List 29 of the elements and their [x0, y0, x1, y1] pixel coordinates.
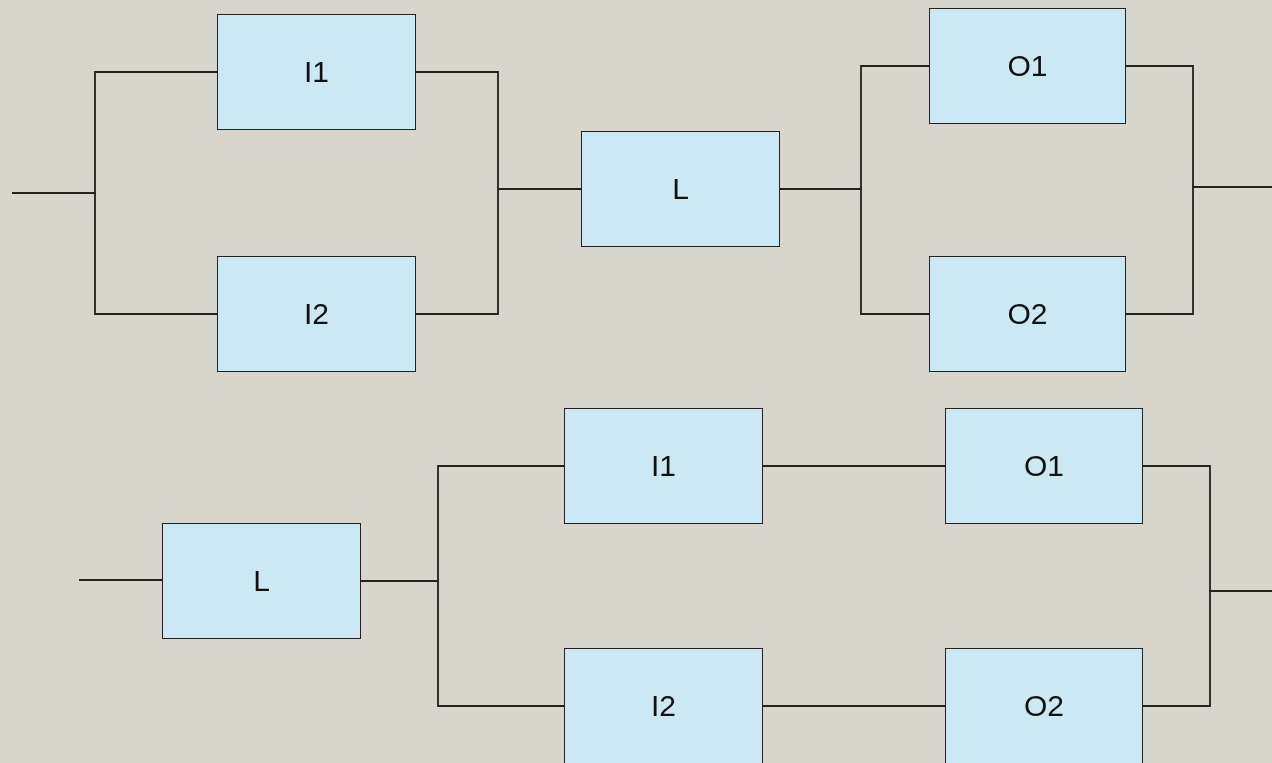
- connector-line: [1125, 186, 1272, 315]
- block-label: O2: [1024, 689, 1064, 723]
- block-label: O1: [1007, 49, 1048, 83]
- block-box: [945, 408, 1143, 524]
- connector-line: [762, 705, 946, 707]
- block-label: I1: [651, 449, 676, 483]
- block-label: I2: [651, 689, 676, 723]
- block-label: L: [672, 172, 689, 206]
- block-box: [929, 256, 1126, 372]
- block-box: [929, 8, 1126, 124]
- block-label: O1: [1024, 449, 1064, 483]
- connector-line: [762, 465, 946, 467]
- connector-line: [779, 188, 930, 315]
- block-box: [217, 256, 416, 372]
- block-box: [217, 14, 416, 130]
- block-box: [581, 131, 780, 247]
- connector-line: [1142, 590, 1272, 707]
- block-label: L: [253, 564, 270, 598]
- connector-line: [415, 188, 582, 315]
- block-label: I1: [304, 55, 329, 89]
- block-box: [564, 408, 763, 524]
- block-label: O2: [1007, 297, 1048, 331]
- connector-line: [11, 192, 218, 315]
- block-box: [162, 523, 361, 639]
- block-box: [564, 648, 763, 763]
- block-box: [945, 648, 1143, 763]
- block-label: I2: [304, 297, 329, 331]
- connector-line: [360, 580, 565, 707]
- connector-line: [78, 579, 163, 582]
